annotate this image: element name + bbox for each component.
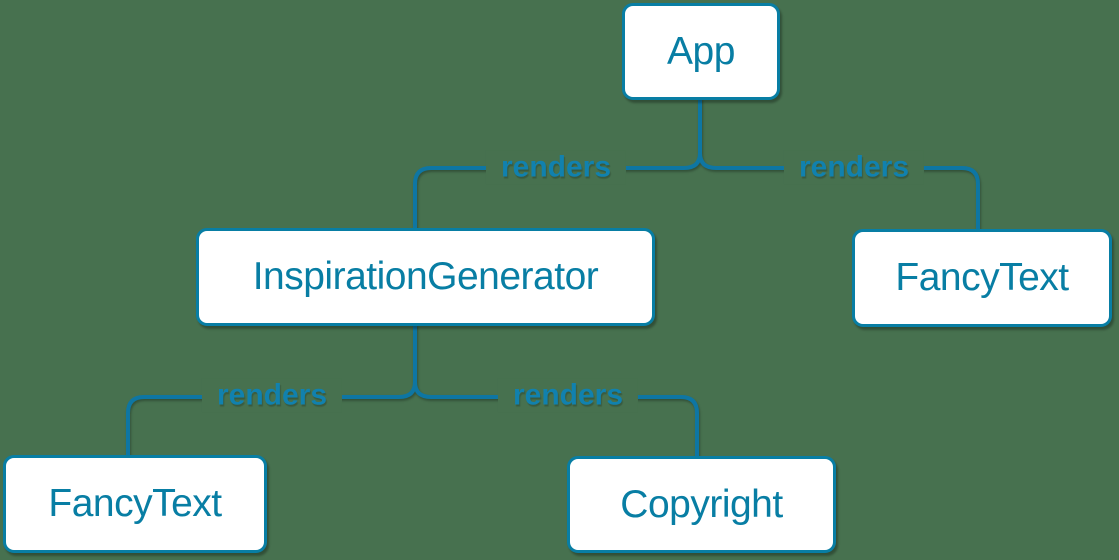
node-inspiration-generator: InspirationGenerator (196, 228, 655, 326)
edge-inspiration-generator-to-fancy-text (126, 380, 417, 457)
edge-label-renders: renders (485, 150, 627, 185)
node-fancy-text: FancyText (3, 455, 267, 553)
node-app: App (622, 3, 780, 100)
node-copyright: Copyright (567, 456, 836, 553)
node-fancy-text: FancyText (852, 229, 1112, 327)
edge-label-renders: renders (497, 378, 639, 413)
edge-app-to-inspiration-generator (413, 151, 702, 230)
edge-label-renders: renders (783, 150, 925, 185)
edge-inspiration-generator-to-copyright (413, 380, 699, 458)
edge-label-renders: renders (201, 378, 343, 413)
edge-app-to-fancy-text (698, 151, 980, 231)
